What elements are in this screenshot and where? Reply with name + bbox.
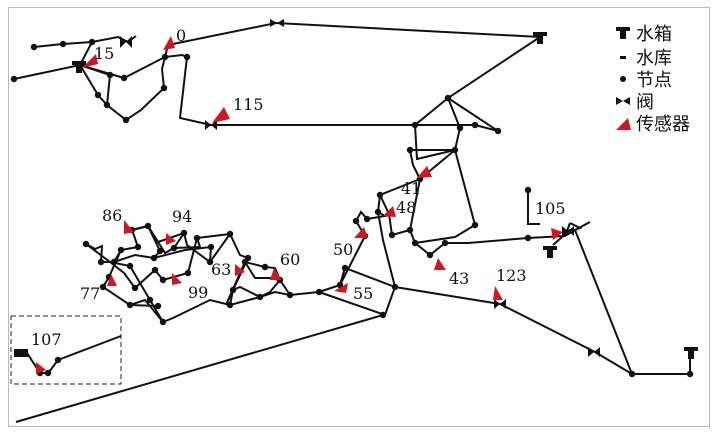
- label-86: 86: [102, 206, 122, 225]
- valve-icon: [616, 97, 630, 105]
- legend-item-tank: 水箱: [612, 21, 672, 45]
- label-15: 15: [94, 44, 114, 63]
- label-99: 99: [188, 283, 208, 302]
- sensor-icon: [616, 118, 631, 130]
- label-55: 55: [353, 284, 373, 303]
- label-41: 41: [401, 179, 421, 198]
- sensor-15: [82, 54, 98, 68]
- reservoir-icon: [620, 56, 626, 59]
- legend-label-reservoir: 水库: [636, 48, 672, 69]
- sensor-63: [235, 264, 245, 276]
- label-77: 77: [80, 284, 100, 303]
- label-63: 63: [211, 260, 231, 279]
- label-50: 50: [333, 240, 353, 259]
- label-123: 123: [496, 266, 527, 285]
- sensor-94: [166, 233, 176, 245]
- label-43: 43: [449, 269, 469, 288]
- legend-item-sensor: 传感器: [612, 111, 690, 135]
- legend-item-reservoir: 水库: [612, 45, 672, 69]
- sensor-99: [172, 273, 182, 285]
- label-94: 94: [172, 207, 192, 226]
- tank-icons: [72, 32, 698, 359]
- legend-label-sensor: 传感器: [636, 114, 690, 135]
- label-48: 48: [396, 198, 416, 217]
- label-105: 105: [535, 199, 566, 218]
- sensor-77: [107, 274, 117, 286]
- legend-label-node: 节点: [636, 70, 672, 91]
- tank-icon: [616, 27, 630, 39]
- sensor-50: [354, 227, 368, 238]
- sensor-86: [124, 220, 134, 234]
- sensor-labels: 15 0 115 41 48 50 43 105 123 86 94 63 60…: [31, 26, 566, 349]
- label-60: 60: [280, 250, 300, 269]
- legend-item-valve: 阀: [612, 89, 654, 113]
- sensor-105: [551, 228, 563, 240]
- inset-box: [10, 315, 122, 385]
- label-115: 115: [233, 95, 264, 114]
- reservoir-icons: [14, 349, 28, 357]
- sensor-60: [270, 268, 282, 280]
- sensor-107: [36, 362, 46, 374]
- sensor-115: [212, 107, 230, 123]
- legend-label-valve: 阀: [636, 92, 654, 113]
- label-107: 107: [31, 330, 62, 349]
- sensor-55: [334, 283, 348, 293]
- sensor-41: [417, 166, 432, 178]
- legend-item-node: 节点: [612, 67, 672, 91]
- junction-nodes: [10, 38, 694, 378]
- node-icon: [620, 76, 626, 82]
- label-0: 0: [176, 26, 186, 45]
- sensor-markers: [36, 36, 563, 374]
- valve-icons: [120, 19, 600, 357]
- sensor-48: [383, 206, 396, 217]
- sensor-0: [163, 36, 175, 50]
- sensor-123: [493, 286, 503, 300]
- sensor-43: [434, 258, 446, 270]
- legend-label-tank: 水箱: [636, 24, 672, 45]
